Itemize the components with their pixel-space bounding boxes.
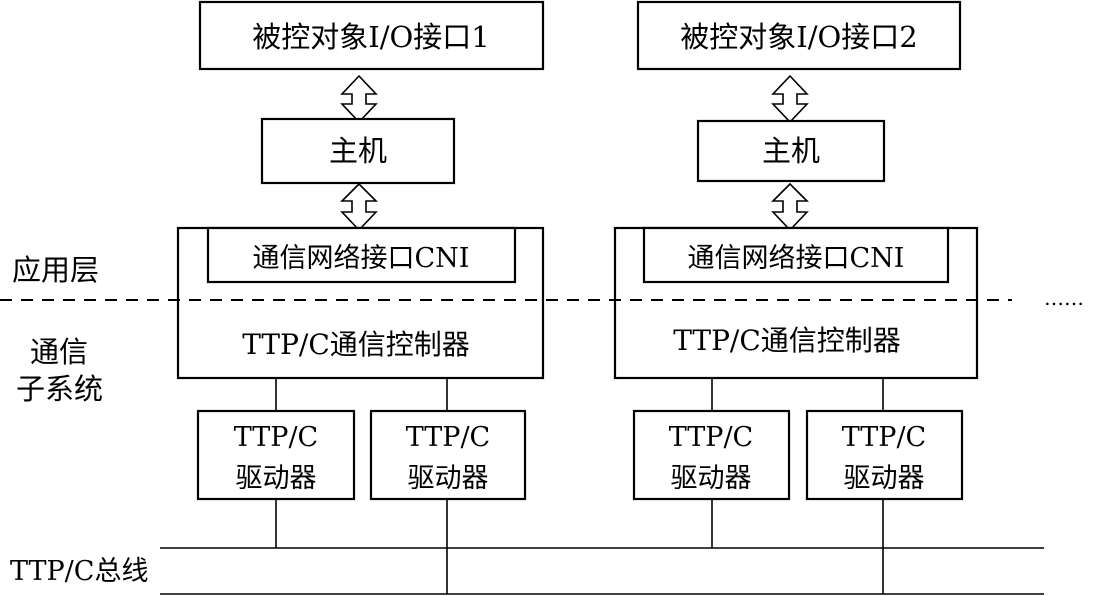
driver-box-1a <box>196 409 356 501</box>
cni-label-2: 通信网络接口CNI <box>688 243 905 274</box>
object-io-label-1: 被控对象I/O接口1 <box>252 20 489 54</box>
host-box-2 <box>696 119 886 183</box>
driver-label-2a-line1: TTP/C <box>669 422 753 453</box>
double-arrow-icon <box>340 182 378 232</box>
double-arrow-icon <box>340 74 378 124</box>
double-arrow-icon <box>771 74 809 124</box>
bus-label: TTP/C总线 <box>10 556 148 587</box>
host-box-1 <box>260 117 456 185</box>
ellipsis-label: …… <box>1044 286 1084 310</box>
driver-label-1a-line1: TTP/C <box>234 422 318 453</box>
driver-box-2b <box>805 409 964 501</box>
node-1: 被控对象I/O接口1 主机 通信网络接口CNI TTP/C通信控制器 TTP/C… <box>176 0 545 594</box>
driver-label-2b-line2: 驱动器 <box>844 463 925 494</box>
controller-label-1: TTP/C通信控制器 <box>242 328 470 361</box>
driver-label-2b-line1: TTP/C <box>842 422 926 453</box>
driver-label-2a-line2: 驱动器 <box>671 463 752 494</box>
object-io-label-2: 被控对象I/O接口2 <box>680 20 917 54</box>
node-2: 被控对象I/O接口2 主机 通信网络接口CNI TTP/C通信控制器 TTP/C… <box>613 0 979 594</box>
driver-label-1b-line2: 驱动器 <box>408 463 489 494</box>
object-io-box-2 <box>636 0 962 71</box>
object-io-box-1 <box>198 0 545 71</box>
comm-subsystem-label-line1: 通信 <box>30 335 88 369</box>
driver-box-2a <box>632 409 791 501</box>
double-arrow-icon <box>771 182 809 232</box>
driver-label-1a-line2: 驱动器 <box>236 463 317 494</box>
cni-box-2 <box>642 226 950 284</box>
driver-box-1b <box>369 409 527 501</box>
driver-label-1b-line1: TTP/C <box>406 422 490 453</box>
controller-label-2: TTP/C通信控制器 <box>673 324 901 357</box>
cni-box-1 <box>206 226 517 284</box>
host-label-2: 主机 <box>762 134 820 168</box>
application-layer-label: 应用层 <box>12 253 99 287</box>
host-label-1: 主机 <box>329 134 387 168</box>
cni-label-1: 通信网络接口CNI <box>253 243 470 274</box>
comm-subsystem-label-line2: 子系统 <box>16 372 103 406</box>
